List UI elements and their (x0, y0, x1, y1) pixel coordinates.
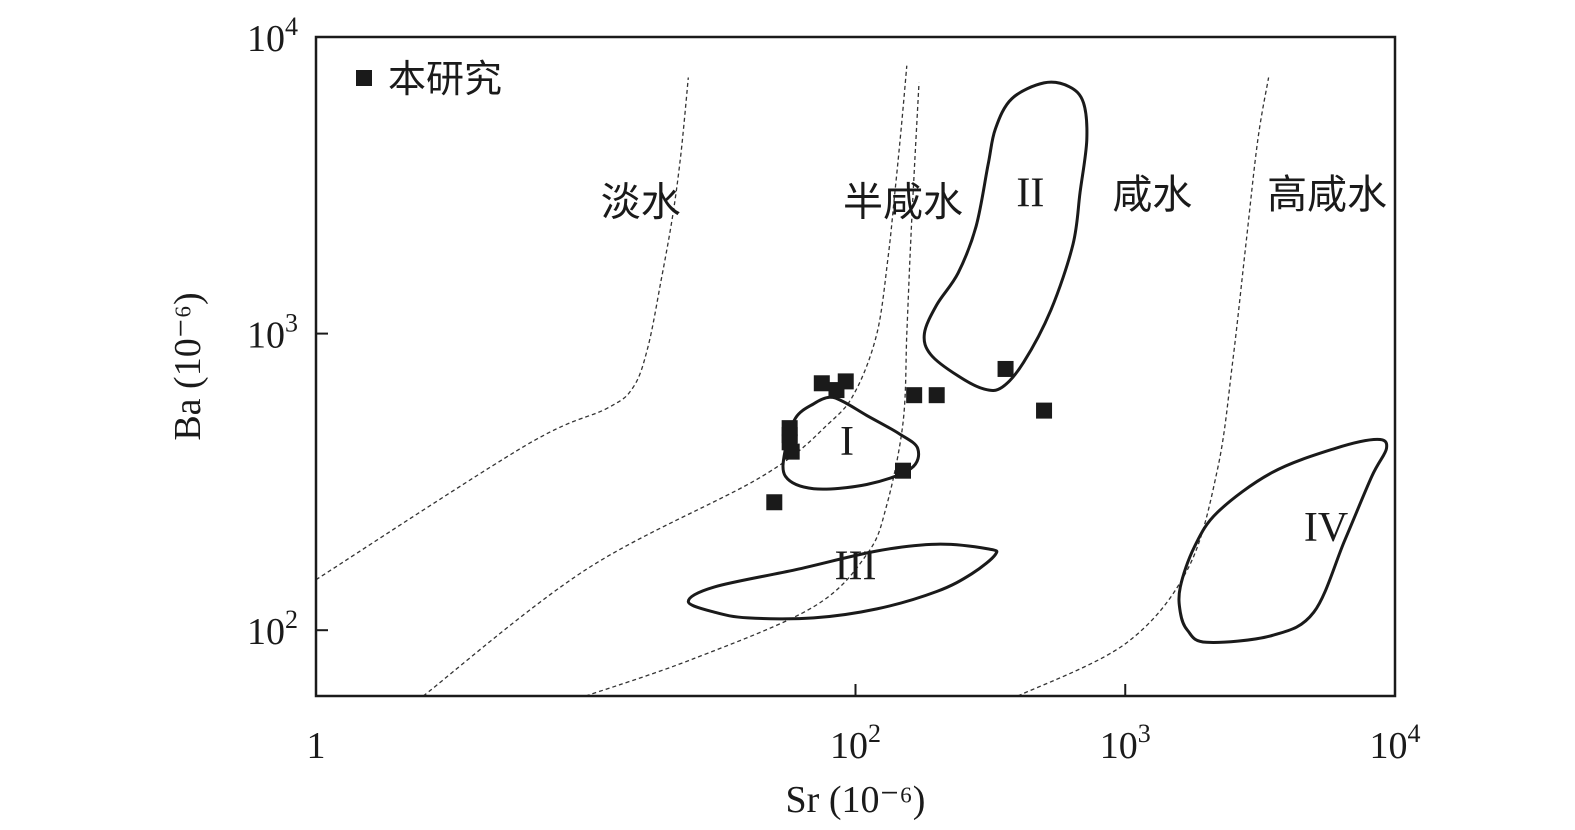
y-tick-label: 102 (247, 605, 298, 653)
region-label-III: III (835, 544, 877, 590)
y-tick-label: 104 (247, 12, 298, 60)
legend-label: 本研究 (388, 57, 502, 101)
y-axis-label: Ba (10⁻⁶) (167, 292, 209, 440)
data-point (837, 373, 854, 390)
envelope-iv (1177, 437, 1389, 644)
envelope-iii (686, 542, 999, 621)
envelope-ii (922, 80, 1089, 392)
x-tick-label: 1 (307, 725, 326, 767)
data-point (895, 462, 912, 479)
x-tick-label: 102 (830, 719, 881, 767)
region-label-高咸水: 高咸水 (1267, 172, 1387, 218)
data-point (906, 387, 923, 404)
region-label-咸水: 咸水 (1112, 172, 1192, 218)
y-tick-label: 103 (247, 309, 298, 357)
data-points (766, 360, 1053, 511)
boundary-line-2 (422, 65, 908, 696)
boundary-line-3 (585, 82, 920, 696)
boundary-line-1 (316, 77, 689, 581)
data-point (813, 375, 830, 392)
data-point (928, 387, 945, 404)
plot-frame (314, 35, 1397, 698)
legend-marker-square (356, 70, 372, 86)
x-axis-label: Sr (10⁻⁶) (786, 779, 926, 821)
region-label-半咸水: 半咸水 (843, 180, 963, 226)
x-tick-label: 103 (1100, 719, 1151, 767)
boundary-line-4 (1017, 77, 1270, 696)
data-point (997, 360, 1014, 377)
envelope-i (781, 395, 921, 491)
y-axis-ticks: 102 103 104 (247, 12, 328, 653)
data-point (783, 443, 800, 460)
data-point (766, 494, 783, 511)
region-label-I: I (840, 419, 854, 465)
region-label-II: II (1016, 171, 1044, 217)
data-point (1036, 402, 1053, 419)
region-label-IV: IV (1304, 505, 1348, 551)
envelopes (686, 80, 1389, 644)
region-label-淡水: 淡水 (601, 180, 681, 226)
boundary-lines (316, 65, 1270, 696)
x-tick-label: 104 (1370, 719, 1421, 767)
legend: 本研究 (356, 57, 502, 101)
